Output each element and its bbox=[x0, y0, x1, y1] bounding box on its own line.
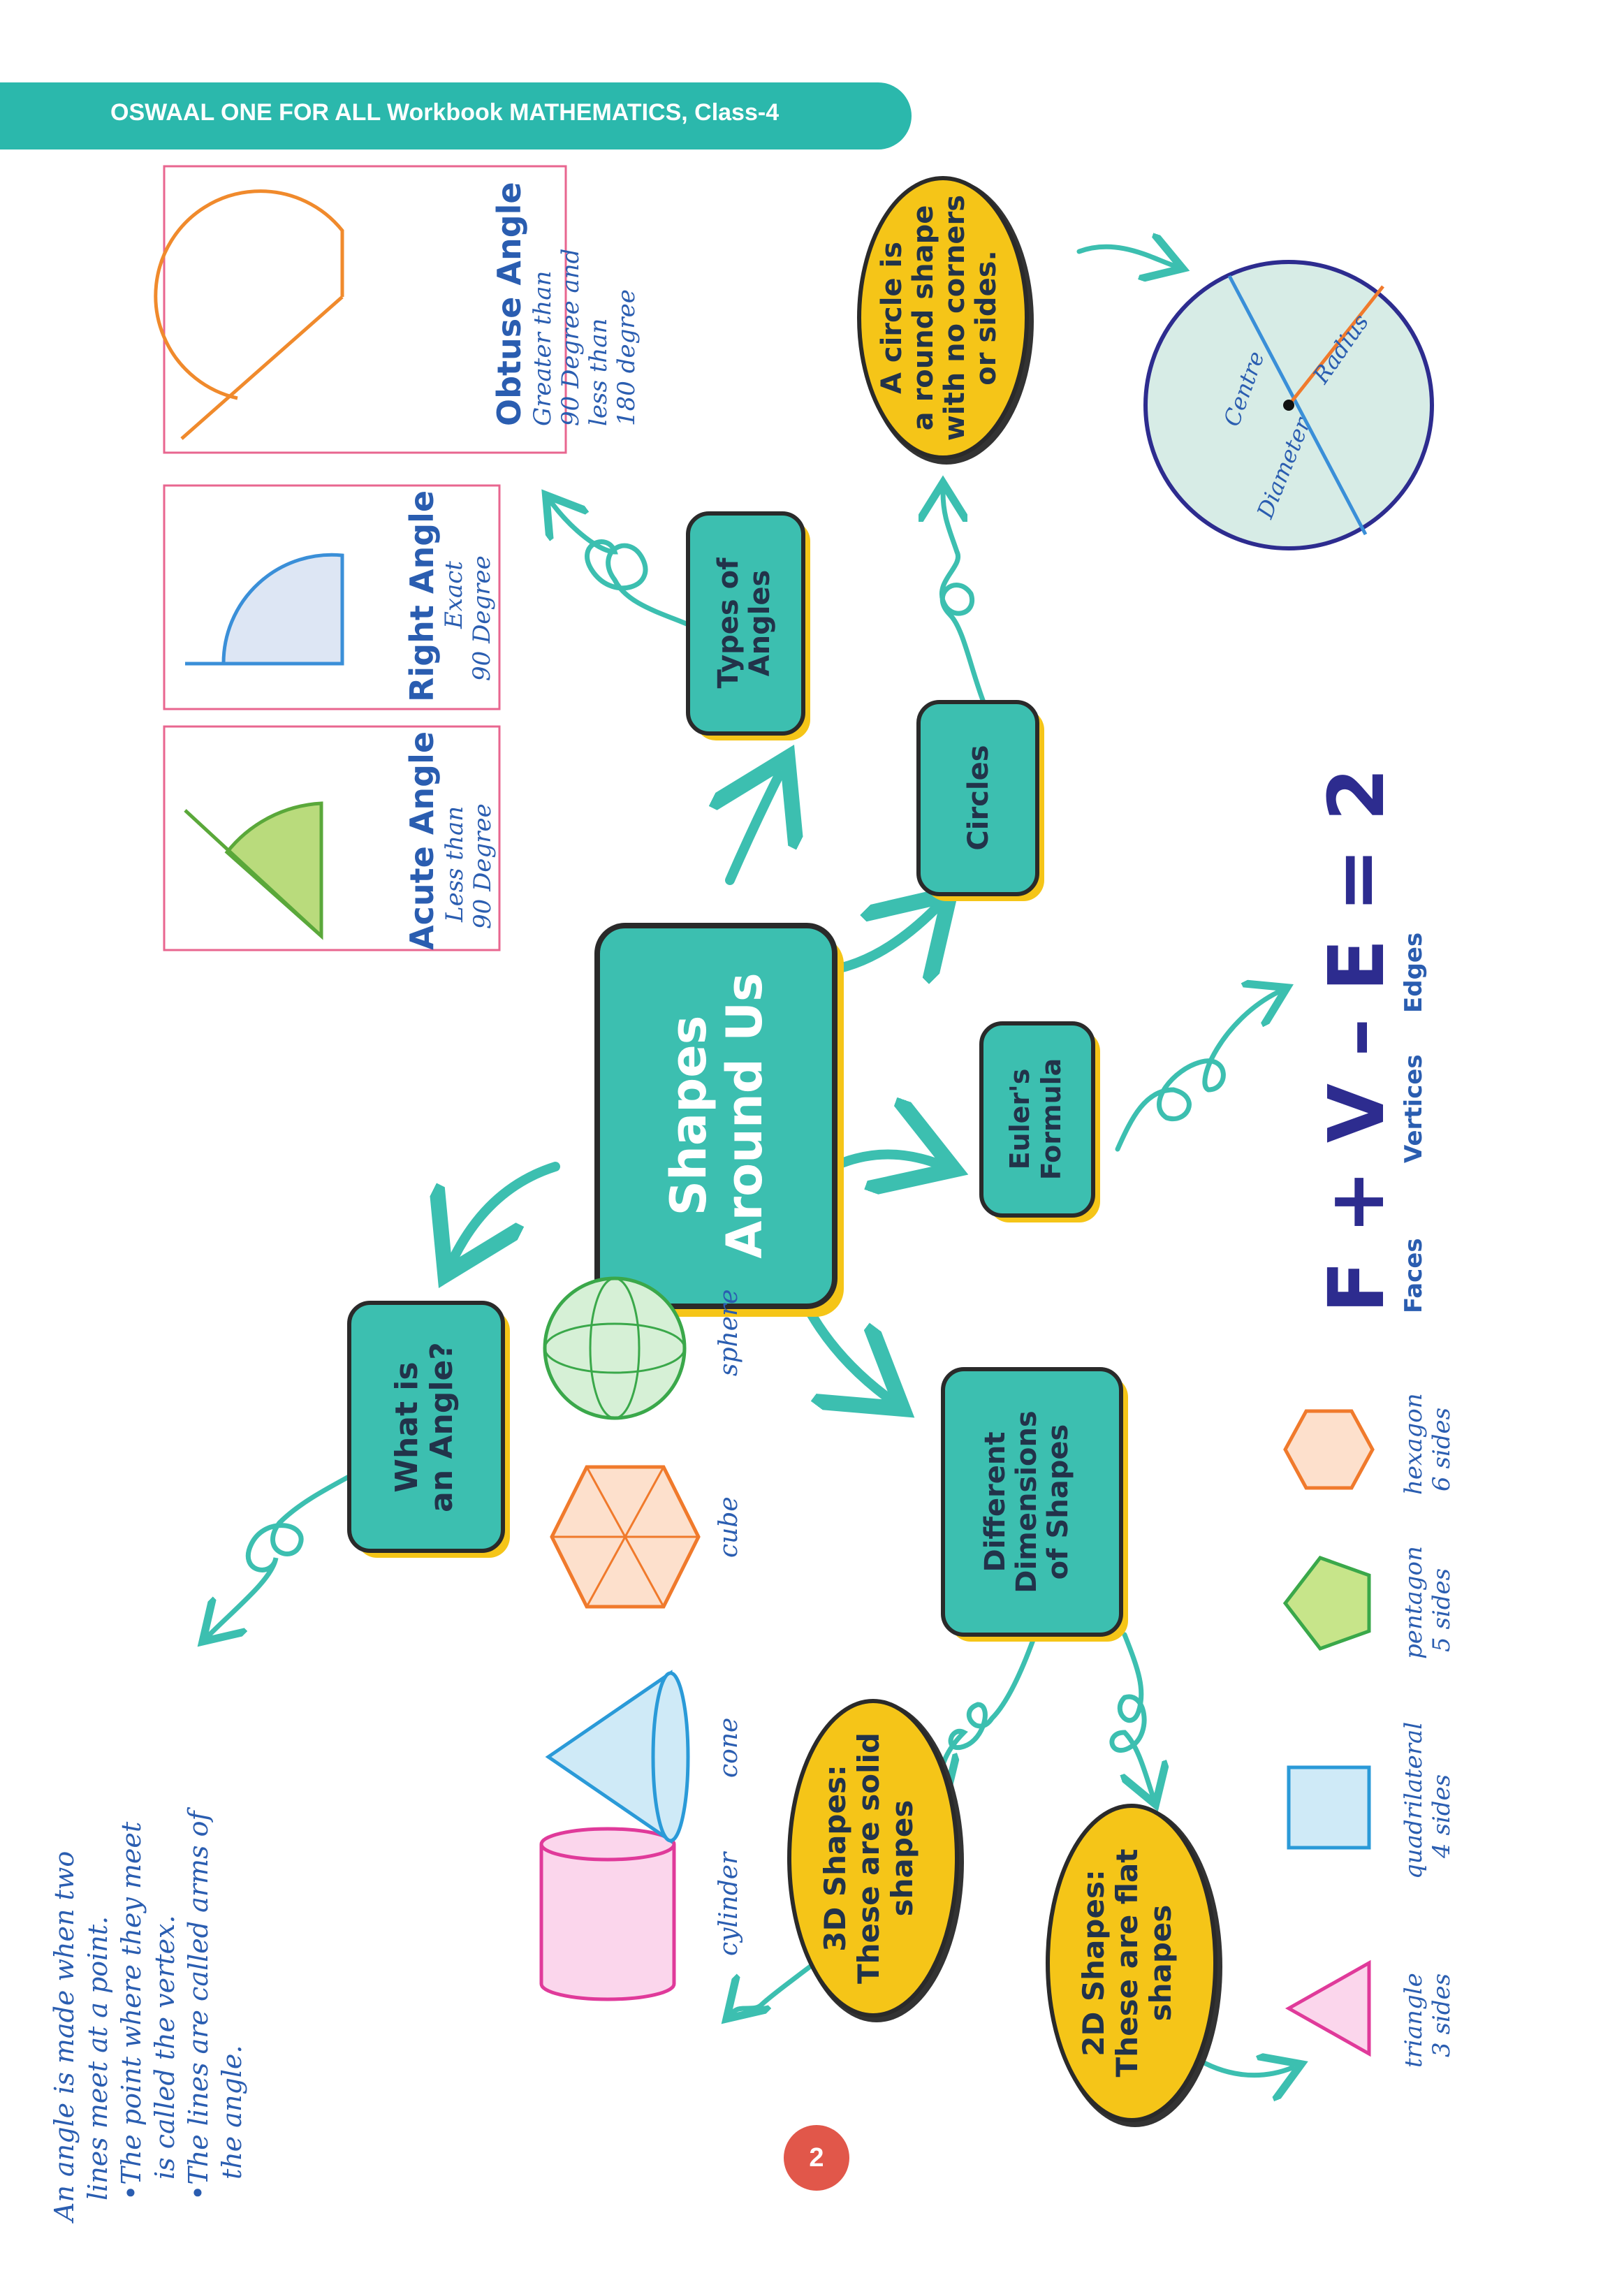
circle-def-line-4: or sides. bbox=[970, 250, 1002, 385]
3d-shapes-line-3: shapes bbox=[885, 1800, 919, 1917]
hexagon: hexagon 6 sides bbox=[1283, 1393, 1456, 1495]
pentagon-label: pentagon bbox=[1400, 1546, 1428, 1659]
2d-shapes-line-2: These are flat bbox=[1110, 1849, 1144, 2078]
angle-def-line-5: •The lines are called arms of bbox=[183, 1807, 214, 2200]
euler-faces-label: Faces bbox=[1400, 1238, 1428, 1313]
angle-def-line-4: is called the vertex. bbox=[149, 1915, 180, 2180]
quadrilateral-sides: 4 sides bbox=[1428, 1774, 1456, 1859]
circle-diagram: Centre Radius Diameter bbox=[1143, 260, 1434, 550]
euler-edges-label: Edges bbox=[1400, 933, 1428, 1013]
circle-definition-node: A circle is a round shape with no corner… bbox=[857, 176, 1034, 465]
angle-def-line-6: the angle. bbox=[217, 2045, 247, 2180]
angle-def-line-1: An angle is made when two bbox=[49, 1851, 80, 2224]
circle-def-line-3: with no corners bbox=[939, 195, 971, 441]
cylinder-label: cylinder bbox=[715, 1851, 743, 1956]
acute-angle-title: Acute Angle bbox=[403, 731, 441, 950]
acute-angle-icon bbox=[184, 801, 323, 940]
eulers-formula-line-2: Formula bbox=[1036, 1058, 1067, 1181]
center-node: Shapes Around Us bbox=[594, 923, 844, 1317]
euler-vertices-label: Vertices bbox=[1400, 1054, 1428, 1163]
euler-formula-text: F + V – E = 2 bbox=[1312, 768, 1401, 1313]
center-title-line-1: Shapes bbox=[660, 1016, 717, 1216]
circle-def-line-1: A circle is bbox=[876, 242, 908, 394]
cube-label: cube bbox=[715, 1496, 743, 1558]
quadrilateral: quadrilateral 4 sides bbox=[1287, 1722, 1456, 1879]
hexagon-sides: 6 sides bbox=[1428, 1408, 1456, 1491]
sphere: sphere bbox=[543, 1276, 743, 1420]
dimensions-line-2: Dimensions bbox=[1011, 1410, 1043, 1593]
3d-shapes-node: 3D Shapes: These are solid shapes bbox=[787, 1699, 964, 2022]
obtuse-angle-desc-4: 180 degree bbox=[613, 289, 641, 426]
obtuse-angle-title: Obtuse Angle bbox=[490, 182, 528, 426]
obtuse-angle-desc-3: less than bbox=[585, 319, 613, 426]
obtuse-angle-box: Obtuse Angle Greater than 90 Degree and … bbox=[154, 165, 641, 454]
right-angle-icon bbox=[185, 553, 344, 666]
3d-shapes-line-1: 3D Shapes: bbox=[818, 1765, 852, 1952]
what-is-angle-node: What is an Angle? bbox=[347, 1301, 510, 1558]
center-title-line-2: Around Us bbox=[716, 972, 773, 1258]
obtuse-angle-desc-1: Greater than bbox=[529, 271, 557, 426]
hexagon-label: hexagon bbox=[1400, 1393, 1428, 1495]
circles-node: Circles bbox=[916, 700, 1044, 901]
eulers-formula-line-1: Euler's bbox=[1004, 1069, 1035, 1170]
what-is-angle-line-2: an Angle? bbox=[424, 1342, 460, 1512]
pentagon-sides: 5 sides bbox=[1428, 1568, 1456, 1652]
header-banner: OSWAAL ONE FOR ALL Workbook MATHEMATICS,… bbox=[0, 82, 912, 149]
header-title: OSWAAL ONE FOR ALL Workbook MATHEMATICS,… bbox=[110, 99, 780, 126]
triangle-sides: 3 sides bbox=[1428, 1973, 1456, 2057]
2d-shapes-line-1: 2D Shapes: bbox=[1076, 1869, 1111, 2057]
eulers-formula-node: Euler's Formula bbox=[979, 1021, 1100, 1222]
acute-angle-box: Acute Angle Less than 90 Degree bbox=[163, 725, 501, 951]
acute-angle-desc-2: 90 Degree bbox=[469, 803, 497, 929]
2d-shapes-line-3: shapes bbox=[1143, 1905, 1178, 2022]
right-angle-desc-2: 90 Degree bbox=[468, 555, 496, 681]
cone: cone bbox=[545, 1670, 743, 1844]
sphere-label: sphere bbox=[715, 1289, 743, 1376]
acute-angle-desc-1: Less than bbox=[441, 806, 469, 923]
obtuse-angle-icon bbox=[154, 189, 344, 440]
types-of-angles-line-2: Angles bbox=[744, 570, 776, 677]
dimensions-line-3: of Shapes bbox=[1042, 1424, 1074, 1580]
quadrilateral-label: quadrilateral bbox=[1400, 1722, 1428, 1879]
triangle-label: triangle bbox=[1400, 1973, 1428, 2068]
different-dimensions-node: Different Dimensions of Shapes bbox=[941, 1367, 1128, 1642]
obtuse-angle-desc-2: 90 Degree and bbox=[557, 249, 585, 426]
dimensions-line-1: Different bbox=[979, 1432, 1011, 1572]
types-of-angles-node: Types of Angles bbox=[686, 511, 810, 740]
cone-label: cone bbox=[715, 1718, 743, 1778]
types-of-angles-line-1: Types of bbox=[712, 557, 745, 689]
euler-formula: F + V – E = 2 Faces Vertices Edges bbox=[1312, 768, 1428, 1313]
2d-shapes-node: 2D Shapes: These are flat shapes bbox=[1046, 1804, 1222, 2127]
angle-def-line-3: •The point where they meet bbox=[116, 1821, 147, 2200]
cube: cube bbox=[550, 1465, 743, 1609]
right-angle-box: Right Angle Exact 90 Degree bbox=[163, 484, 501, 710]
triangle: triangle 3 sides bbox=[1285, 1959, 1456, 2068]
angle-definition: An angle is made when two lines meet at … bbox=[49, 1807, 247, 2224]
cylinder: cylinder bbox=[539, 1827, 743, 2001]
what-is-angle-line-1: What is bbox=[389, 1361, 425, 1492]
circles-label: Circles bbox=[963, 745, 995, 850]
angle-def-line-2: lines meet at a point. bbox=[82, 1916, 113, 2200]
3d-shapes-line-2: These are solid bbox=[851, 1732, 886, 1984]
right-angle-title: Right Angle bbox=[403, 490, 441, 702]
page-number: 2 bbox=[784, 2125, 849, 2191]
pentagon: pentagon 5 sides bbox=[1282, 1546, 1456, 1659]
circle-def-line-2: a round shape bbox=[907, 205, 939, 431]
right-angle-desc-1: Exact bbox=[440, 561, 468, 629]
